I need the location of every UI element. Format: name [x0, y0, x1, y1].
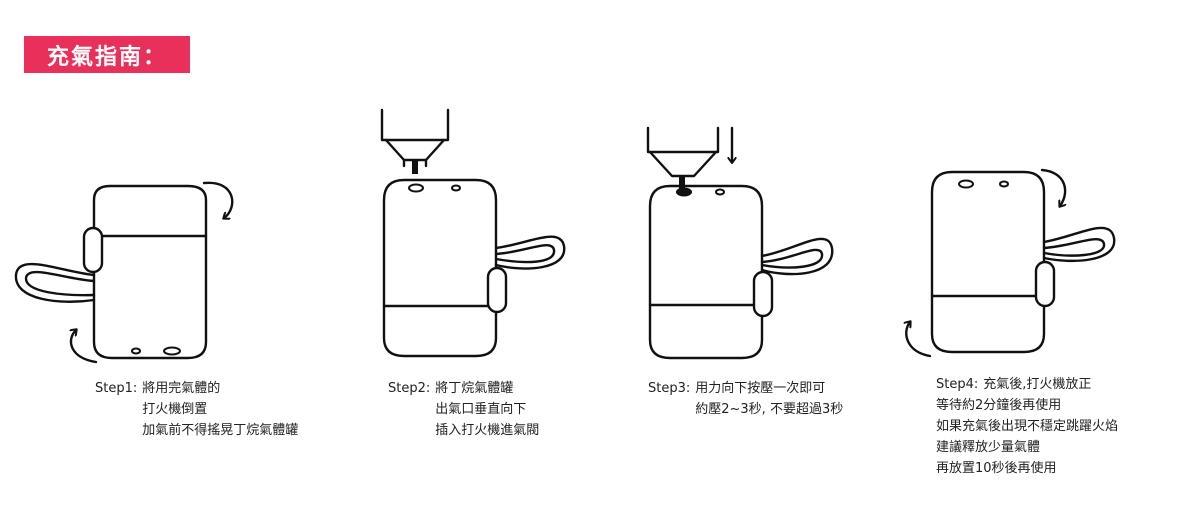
step2-line: 出氣口垂直向下	[435, 402, 527, 417]
step4-line: 如果充氣後出現不穩定跳躍火焰	[936, 419, 1119, 434]
step1-line: 打火機倒置	[142, 402, 208, 417]
step4-label: Step4:	[936, 377, 979, 392]
step1-text: Step1:將用完氣體的 Step1:打火機倒置 Step1:加氣前不得搖晃丁烷…	[95, 378, 298, 441]
step4-text: Step4: 充氣後,打火機放正 等待約2分鐘後再使用 如果充氣後出現不穩定跳躍火…	[936, 374, 1118, 479]
step1-line: 將用完氣體的	[142, 381, 221, 396]
step2-label: Step2:	[388, 381, 431, 396]
step3-gas-can-illustration	[646, 126, 720, 190]
step2-lighter-illustration	[382, 178, 566, 358]
step3-text: Step3:用力向下按壓一次即可 Step3:約壓2~3秒, 不要超過3秒	[648, 378, 843, 420]
step1-lighter-illustration	[14, 184, 208, 360]
step4-line: 建議釋放少量氣體	[936, 440, 1041, 455]
step4-line: 充氣後,打火機放正	[983, 377, 1092, 392]
step4-line: 等待約2分鐘後再使用	[936, 398, 1062, 413]
step3-line: 約壓2~3秒, 不要超過3秒	[695, 402, 844, 417]
step1-label: Step1:	[95, 381, 138, 396]
page-title: 充氣指南：	[24, 36, 190, 73]
step3-lighter-illustration	[648, 184, 834, 360]
step4-lighter-illustration	[930, 170, 1116, 354]
step1-line: 加氣前不得搖晃丁烷氣體罐	[142, 423, 299, 438]
step2-text: Step2:將丁烷氣體罐 Step2:出氣口垂直向下 Step2:插入打火機進氣…	[388, 378, 539, 441]
step3-label: Step3:	[648, 381, 691, 396]
step2-line: 插入打火機進氣閥	[435, 423, 540, 438]
rotate-arrow-icon	[1040, 168, 1065, 206]
rotate-arrow-icon	[71, 330, 98, 364]
rotate-arrow-icon	[202, 181, 234, 218]
rotate-arrow-icon	[906, 322, 932, 358]
step2-gas-can-illustration	[380, 108, 450, 174]
step3-line: 用力向下按壓一次即可	[695, 381, 826, 396]
step4-line: 再放置10秒後再使用	[936, 461, 1057, 476]
step2-line: 將丁烷氣體罐	[435, 381, 514, 396]
